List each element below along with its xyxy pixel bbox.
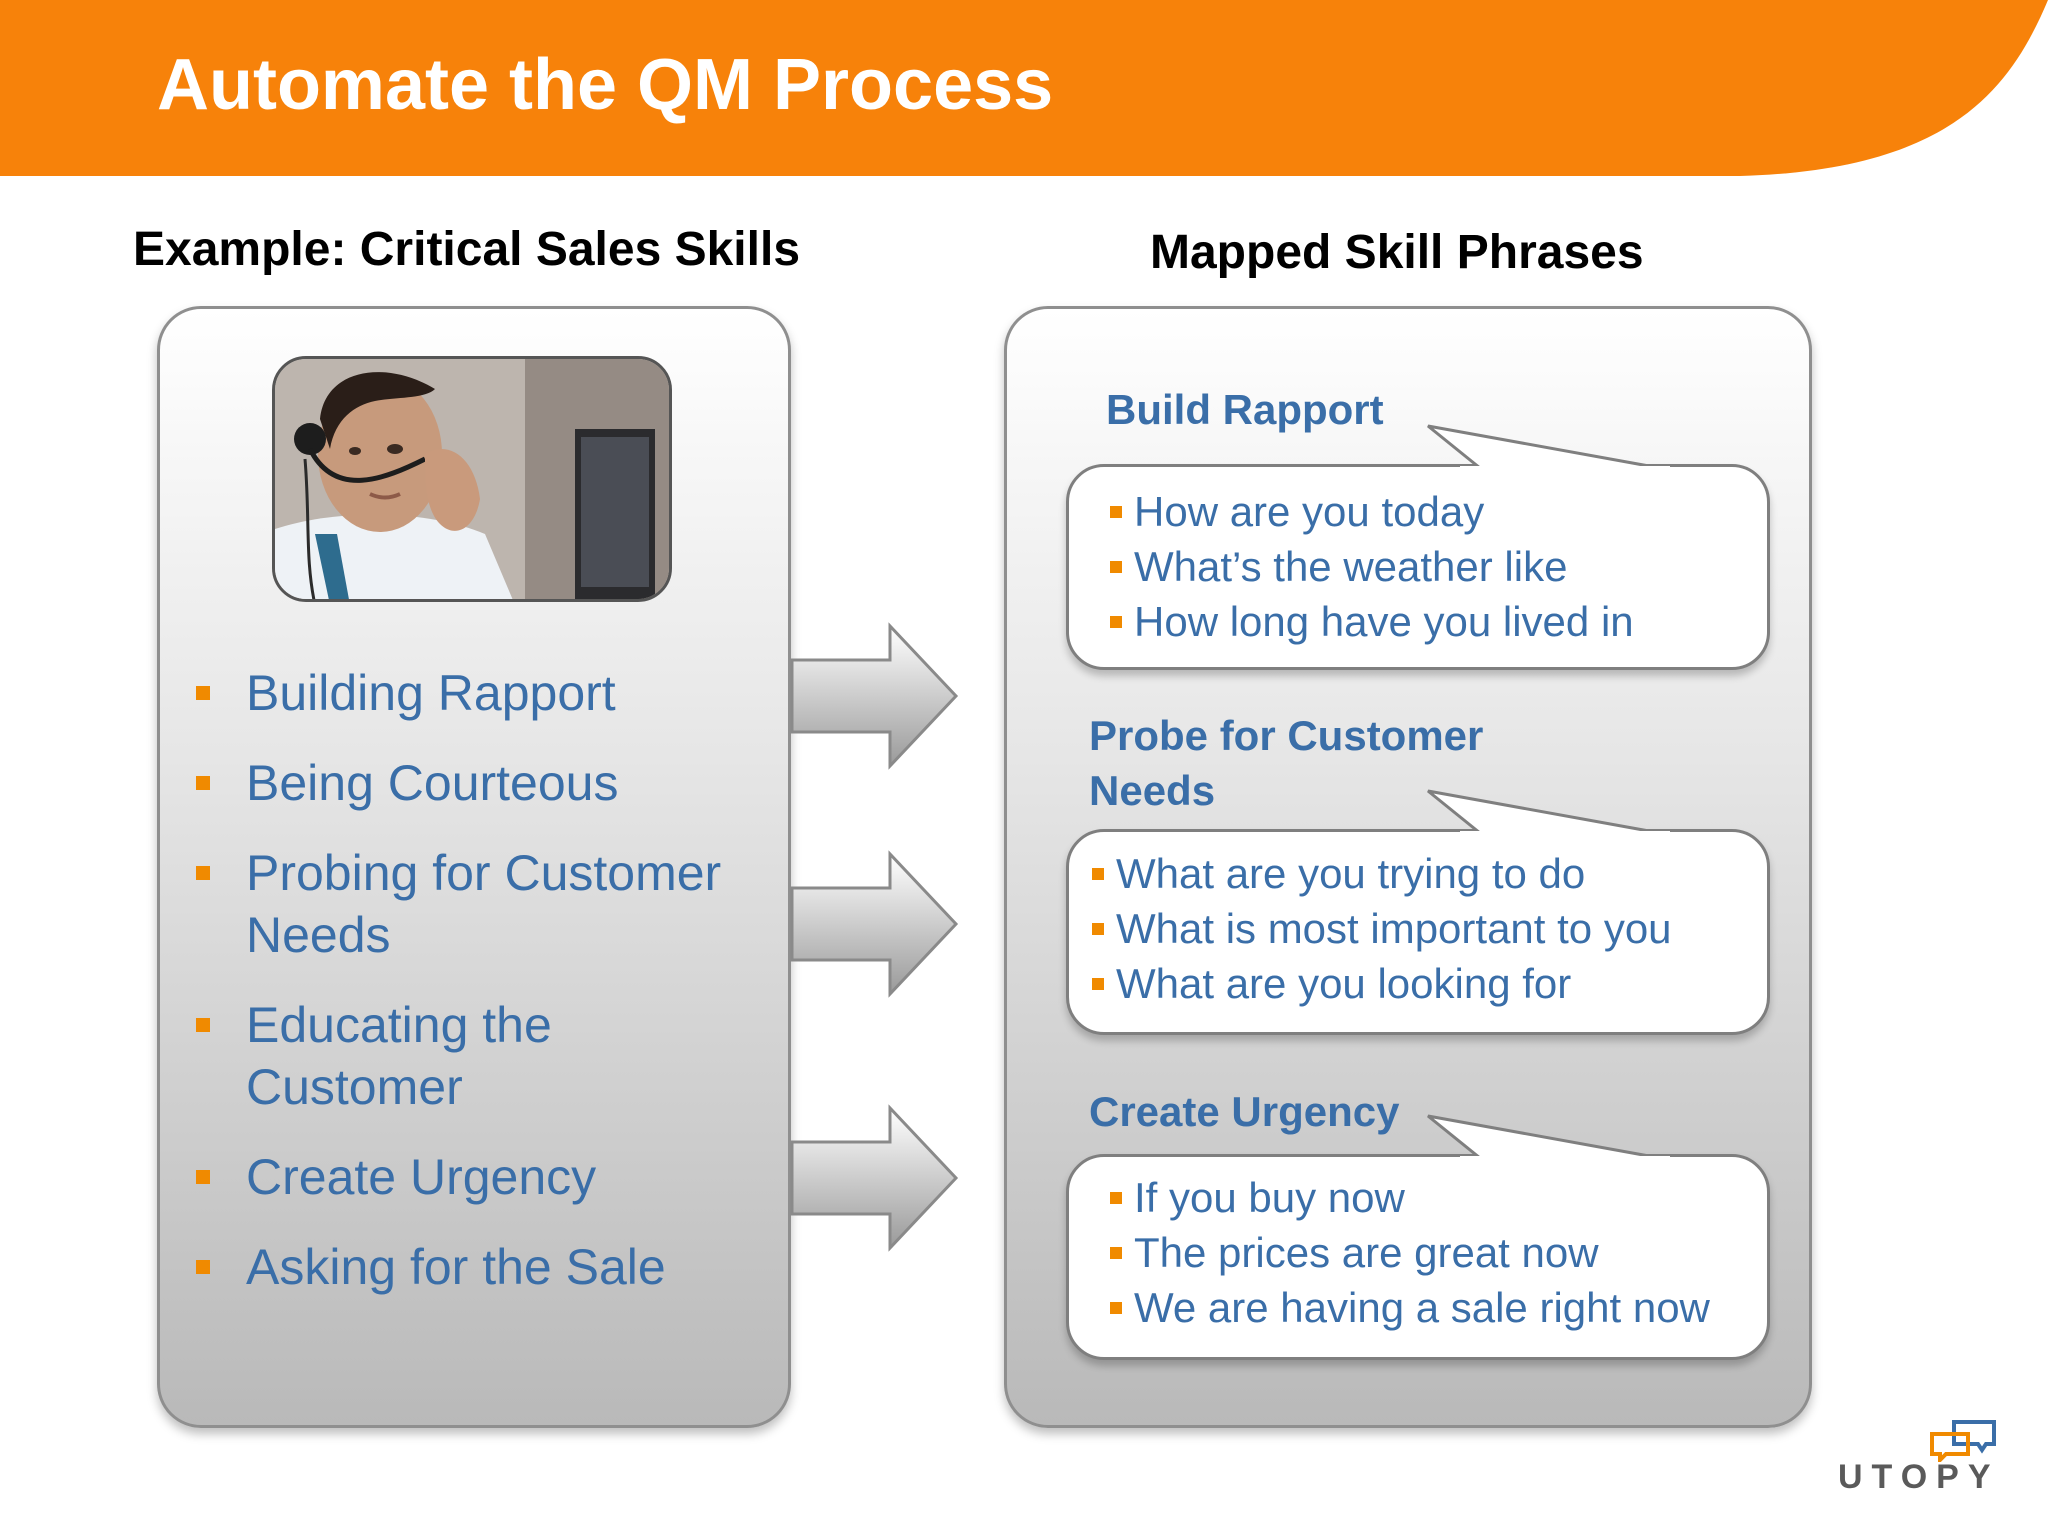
bullet-square-icon [1092,978,1104,990]
list-item: What are you looking for [1090,956,1672,1011]
bullet-square-icon [196,1018,210,1032]
phrase-text: We are having a sale right now [1134,1284,1710,1331]
bullet-square-icon [1110,1247,1122,1259]
group-label-probe-customer-needs: Probe for Customer Needs [1089,712,1484,814]
phrase-list: If you buy now The prices are great now … [1108,1170,1710,1335]
skills-panel [157,306,791,1428]
phrase-text: What is most important to you [1116,905,1672,952]
logo-wordmark: UTOPY [1838,1458,2000,1496]
skill-label: Educating the Customer [246,997,552,1115]
left-section-heading: Example: Critical Sales Skills [133,223,801,276]
right-arrow-icon [790,622,959,770]
skill-label: Building Rapport [246,665,616,721]
header-shape [0,0,2048,176]
phrase-text: How long have you lived in [1134,598,1634,645]
speech-bubbles-icon [1930,1420,1996,1462]
phrase-text: How are you today [1134,488,1485,535]
skill-label: Probing for Customer Needs [246,845,722,963]
list-item: What is most important to you [1090,901,1672,956]
bullet-square-icon [196,1170,210,1184]
list-item: Probing for Customer Needs [190,842,770,966]
bullet-square-icon [196,776,210,790]
list-item: How long have you lived in [1108,594,1634,649]
group-label-build-rapport: Build Rapport [1106,386,1384,433]
call-center-agent-photo [272,356,672,602]
list-item: How are you today [1108,484,1634,539]
slide-title: Automate the QM Process [157,45,1054,125]
list-item: Being Courteous [190,752,770,814]
list-item: What are you trying to do [1090,846,1672,901]
list-item: If you buy now [1108,1170,1710,1225]
bullet-square-icon [196,1260,210,1274]
callout-tail-shape [1427,1114,1670,1162]
list-item: Asking for the Sale [190,1236,770,1298]
list-item: What’s the weather like [1108,539,1634,594]
list-item: Create Urgency [190,1146,770,1208]
phrase-callout [1066,464,1770,670]
phrase-callout [1066,1154,1770,1360]
skill-label: Create Urgency [246,1149,597,1205]
bullet-square-icon [1092,868,1104,880]
header-banner: Automate the QM Process [0,0,2048,180]
bullet-square-icon [1110,506,1122,518]
phrase-callout [1066,829,1770,1035]
bullet-square-icon [1110,616,1122,628]
callout-tail-shape [1427,424,1670,472]
phrase-text: What are you looking for [1116,960,1572,1007]
right-arrow-icon [790,1104,959,1252]
critical-skills-list: Building Rapport Being Courteous Probing… [190,662,770,1326]
list-item: We are having a sale right now [1108,1280,1710,1335]
bullet-square-icon [1110,1192,1122,1204]
bullet-square-icon [196,866,210,880]
agent-illustration [275,359,669,599]
phrase-list: What are you trying to do What is most i… [1090,846,1672,1011]
bullet-square-icon [1110,561,1122,573]
skill-label: Asking for the Sale [246,1239,666,1295]
phrase-text: What’s the weather like [1134,543,1568,590]
skill-label: Being Courteous [246,755,619,811]
callout-tail-shape [1427,789,1670,837]
right-arrow-icon [790,850,959,998]
phrase-text: The prices are great now [1134,1229,1599,1276]
phrase-text: If you buy now [1134,1174,1405,1221]
bullet-square-icon [1110,1302,1122,1314]
bullet-square-icon [196,686,210,700]
phrase-list: How are you today What’s the weather lik… [1108,484,1634,649]
bullet-square-icon [1092,923,1104,935]
list-item: Educating the Customer [190,994,770,1118]
phrase-text: What are you trying to do [1116,850,1586,897]
utopy-logo: UTOPY [1838,1412,2018,1500]
right-section-heading: Mapped Skill Phrases [1150,226,1644,279]
list-item: Building Rapport [190,662,770,724]
list-item: The prices are great now [1108,1225,1710,1280]
group-label-create-urgency: Create Urgency [1089,1088,1400,1135]
